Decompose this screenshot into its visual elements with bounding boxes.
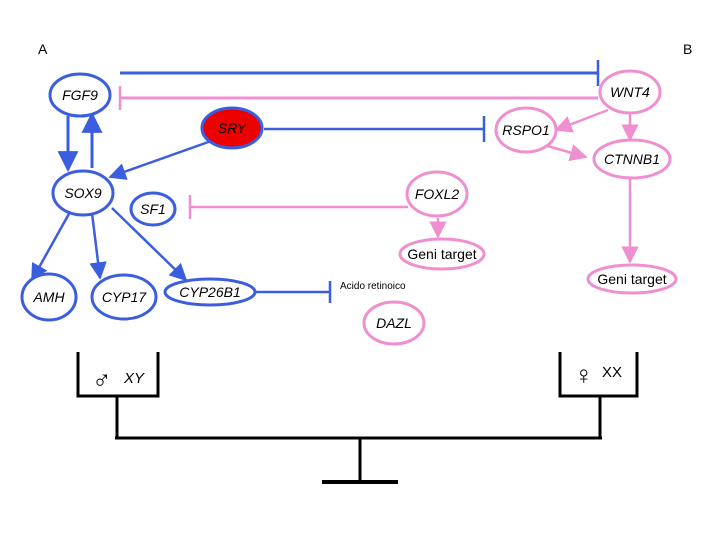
edge-sox9-activates-cyp26b1	[111, 207, 188, 282]
node-foxl2: FOXL2	[405, 170, 469, 218]
node-cyp17-label: CYP17	[102, 289, 148, 305]
node-cyp17: CYP17	[90, 273, 158, 321]
node-sf1: SF1	[129, 191, 177, 227]
node-wnt4: WNT4	[598, 69, 662, 115]
edge-sox9-activates-amh	[30, 211, 72, 282]
node-ctnnb1-target: Geni target	[586, 263, 678, 295]
node-cyp26b1-label: CYP26B1	[179, 284, 240, 300]
node-rspo1-label: RSPO1	[502, 122, 549, 138]
node-fgf9-label: FGF9	[62, 87, 98, 103]
node-amh-label: AMH	[32, 289, 65, 305]
node-foxl2-label: FOXL2	[415, 186, 460, 202]
node-sry: SRY	[200, 106, 264, 150]
node-ctnnb1-target-label: Geni target	[597, 271, 666, 287]
male-karyotype-label: XY	[123, 370, 145, 387]
node-wnt4-label: WNT4	[610, 84, 650, 100]
node-fgf9: FGF9	[48, 72, 112, 118]
node-sox9-label: SOX9	[64, 185, 102, 201]
sex-tree	[76, 352, 639, 484]
node-foxl2-target: Geni target	[398, 237, 486, 271]
male-symbol-icon: ♂	[92, 365, 112, 395]
node-cyp26b1: CYP26B1	[163, 277, 257, 307]
node-dazl-label: DAZL	[376, 315, 412, 331]
female-symbol-icon: ♀	[574, 360, 594, 390]
node-amh: AMH	[20, 272, 78, 322]
male-bracket	[76, 352, 160, 398]
edge-wnt4-activates-rspo1	[554, 108, 609, 133]
node-ctnnb1-label: CTNNB1	[604, 151, 660, 167]
female-bracket	[558, 352, 639, 398]
female-karyotype-label: XX	[602, 364, 622, 381]
node-sry-label: SRY	[218, 120, 248, 136]
panel-label-a: A	[38, 41, 48, 57]
node-sf1-label: SF1	[140, 201, 166, 217]
retinoic-acid-label: Acido retinoico	[340, 281, 406, 292]
node-sox9: SOX9	[51, 169, 115, 217]
edge-sry-activates-sox9	[108, 138, 215, 180]
node-rspo1: RSPO1	[494, 106, 558, 154]
node-foxl2-target-label: Geni target	[407, 246, 476, 262]
edge-sox9-activates-cyp17	[89, 212, 107, 280]
edge-rspo1-activates-ctnnb1	[543, 143, 588, 162]
panel-label-b: B	[683, 41, 692, 57]
node-ctnnb1: CTNNB1	[592, 138, 672, 180]
node-dazl: DAZL	[362, 300, 426, 346]
